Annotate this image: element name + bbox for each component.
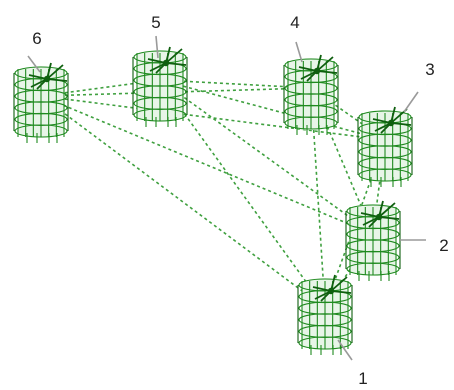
- cages-layer: [13, 46, 413, 355]
- cage-hub: [162, 59, 170, 67]
- cage-node-6: [13, 62, 69, 143]
- cage-node-1: [297, 274, 353, 355]
- cage-spoke: [316, 56, 334, 72]
- cage-hub: [387, 119, 395, 127]
- cage-hub: [43, 75, 51, 83]
- leader-line-1: [337, 339, 353, 361]
- link-5-1: [159, 79, 326, 309]
- cage-node-4: [283, 54, 339, 135]
- cage-spoke: [330, 276, 348, 292]
- cage-hub: [313, 67, 321, 75]
- cage-node-2: [345, 200, 401, 281]
- leader-line-3: [403, 91, 419, 113]
- node-label-6: 6: [32, 29, 41, 48]
- node-label-1: 1: [358, 369, 367, 388]
- link-5-2: [159, 79, 374, 235]
- cage-node-5: [132, 46, 188, 127]
- node-label-4: 4: [290, 13, 299, 32]
- labels-layer: 1 2 3 4 5 6: [27, 13, 449, 388]
- link-6-1: [40, 95, 326, 309]
- link-6-3: [40, 95, 386, 141]
- cage-node-3: [357, 106, 413, 187]
- leader-line-5: [155, 35, 159, 59]
- cage-spoke: [165, 48, 183, 64]
- cage-hub: [375, 213, 383, 221]
- cage-spoke: [316, 70, 338, 74]
- leader-line-6: [27, 55, 41, 73]
- link-5-3: [159, 79, 386, 141]
- node-label-5: 5: [151, 13, 160, 32]
- cage-spoke: [46, 64, 64, 80]
- cage-spoke: [390, 122, 412, 126]
- cage-spoke: [378, 202, 396, 218]
- node-label-3: 3: [425, 60, 434, 79]
- node-label-2: 2: [439, 236, 448, 255]
- cage-spoke: [378, 216, 400, 220]
- cage-hub: [327, 287, 335, 295]
- cage-spoke: [330, 290, 352, 294]
- cage-spoke: [46, 78, 68, 82]
- leader-line-4: [295, 41, 303, 63]
- cage-spoke: [165, 62, 187, 66]
